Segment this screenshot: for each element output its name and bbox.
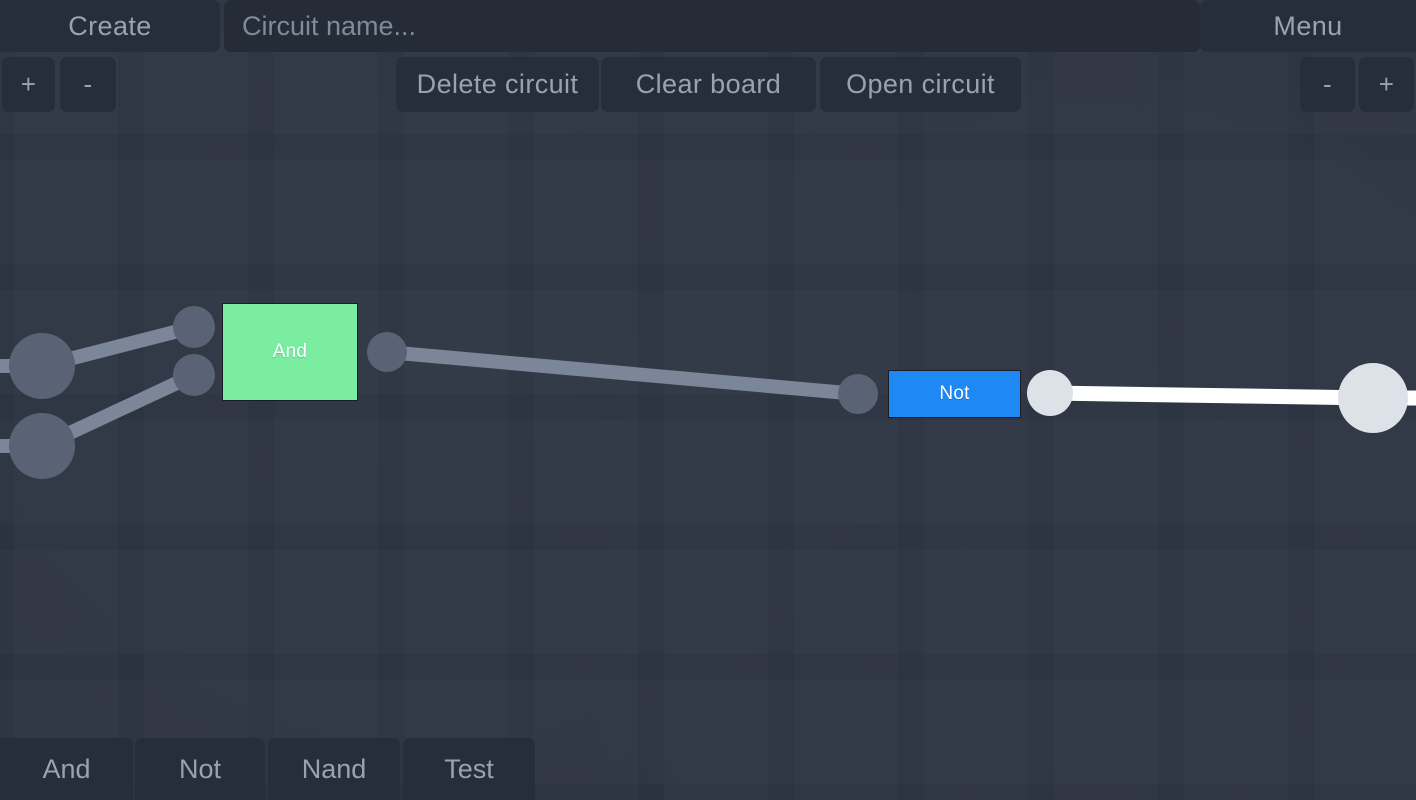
zoom-in-right-button[interactable]: + bbox=[1359, 57, 1414, 112]
delete-circuit-button[interactable]: Delete circuit bbox=[396, 57, 599, 112]
node-and-input-a[interactable] bbox=[173, 306, 215, 348]
node-and-output[interactable] bbox=[367, 332, 407, 372]
node-not-output[interactable] bbox=[1027, 370, 1073, 416]
palette-item-nand[interactable]: Nand bbox=[268, 738, 400, 800]
create-button[interactable]: Create bbox=[0, 0, 220, 52]
node-and-input-b[interactable] bbox=[173, 354, 215, 396]
palette-item-test[interactable]: Test bbox=[403, 738, 535, 800]
menu-button[interactable]: Menu bbox=[1200, 0, 1416, 52]
gate-not[interactable]: Not bbox=[888, 370, 1021, 418]
node-input-b[interactable] bbox=[9, 413, 75, 479]
gate-label: And bbox=[272, 341, 308, 362]
open-circuit-button[interactable]: Open circuit bbox=[820, 57, 1021, 112]
zoom-in-left-button[interactable]: + bbox=[2, 57, 55, 112]
circuit-name-input[interactable] bbox=[224, 0, 1200, 52]
palette-item-and[interactable]: And bbox=[0, 738, 133, 800]
gate-and[interactable]: And bbox=[222, 303, 358, 401]
zoom-out-left-button[interactable]: - bbox=[60, 57, 116, 112]
wire-and-output-to-not-input[interactable] bbox=[386, 345, 859, 401]
node-circuit-output[interactable] bbox=[1338, 363, 1408, 433]
wire-not-output-to-circuit-output[interactable] bbox=[1049, 385, 1374, 406]
clear-board-button[interactable]: Clear board bbox=[601, 57, 816, 112]
gate-label: Not bbox=[939, 383, 970, 404]
palette-item-not[interactable]: Not bbox=[135, 738, 265, 800]
node-not-input[interactable] bbox=[838, 374, 878, 414]
node-input-a[interactable] bbox=[9, 333, 75, 399]
zoom-out-right-button[interactable]: - bbox=[1300, 57, 1355, 112]
